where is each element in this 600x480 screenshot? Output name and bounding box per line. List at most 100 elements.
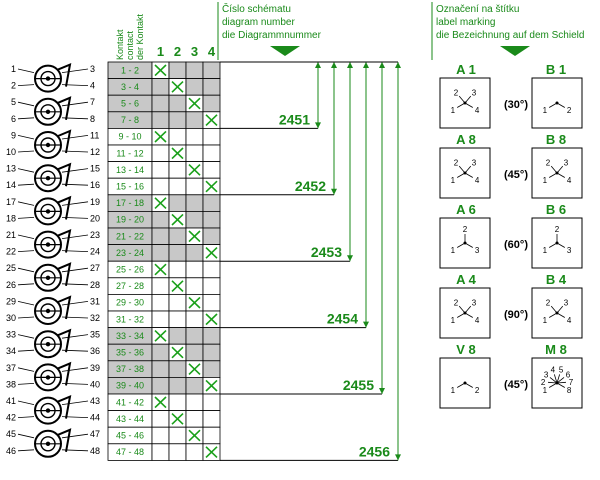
- contact-header-line-3: der Kontakt: [135, 13, 145, 60]
- position-cell: [202, 127, 221, 146]
- cross-mark: [188, 230, 201, 243]
- table-row: 21 - 22: [107, 227, 221, 246]
- dial-number: 1: [451, 386, 456, 395]
- diagram-arrow-head-icon: [347, 255, 353, 262]
- deck-lead: [17, 135, 35, 140]
- diagram-2451: 2451: [220, 62, 321, 129]
- label-arrow-icon: [500, 46, 530, 56]
- position-cell: [168, 61, 187, 80]
- dial-center: [555, 101, 559, 105]
- deck-lead: [61, 68, 89, 73]
- position-cell: [185, 277, 204, 295]
- contact-label: 37 - 38: [116, 364, 144, 374]
- deck-pin-label: 20: [90, 213, 100, 223]
- deck-pin-label: 38: [6, 379, 16, 389]
- cross-stroke: [171, 81, 184, 93]
- cross-mark: [154, 130, 167, 143]
- dial-ray: [556, 102, 565, 108]
- deck-pin-label: 36: [90, 346, 100, 356]
- cross-stroke: [205, 114, 218, 126]
- marking-label: A 6: [456, 202, 476, 217]
- deck-lead: [17, 301, 35, 306]
- deck-pin-label: 24: [90, 247, 100, 257]
- deck-pin-label: 16: [90, 180, 100, 190]
- table-row: 43 - 44: [107, 410, 221, 428]
- deck-pin-label: 41: [6, 396, 16, 406]
- position-cell: [151, 111, 170, 129]
- position-cell: [185, 78, 204, 96]
- diagram-arrow-tail-icon: [379, 62, 385, 68]
- dial-number: 2: [546, 158, 551, 167]
- position-cell: [168, 443, 187, 461]
- contact-label: 23 - 24: [116, 248, 144, 258]
- position-cell: [151, 144, 170, 163]
- position-cell: [202, 260, 221, 279]
- position-cell: [185, 260, 204, 279]
- deck-pin-label: 22: [6, 247, 16, 257]
- cross-mark: [188, 296, 201, 309]
- position-cell: [202, 360, 221, 378]
- position-cell: [151, 210, 170, 229]
- dial-ray: [457, 102, 466, 108]
- deck-lead: [17, 101, 35, 107]
- diagram-arrow-head-icon: [331, 188, 337, 195]
- deck-pin-label: 15: [90, 164, 100, 174]
- deck-pin-label: 21: [6, 230, 16, 240]
- position-cell: [202, 277, 221, 295]
- cross-mark: [171, 213, 184, 226]
- position-cell: [151, 360, 170, 378]
- dial-ray: [457, 172, 466, 178]
- cross-stroke: [154, 197, 167, 209]
- cross-mark: [205, 114, 218, 126]
- label-header: Označení na štítku label marking die Bez…: [431, 2, 584, 60]
- position-cell: [151, 293, 170, 312]
- cross-stroke: [154, 263, 167, 276]
- diagram-arrow-tail-icon: [395, 62, 401, 68]
- dial-number: 3: [567, 246, 572, 255]
- position-cell: [151, 161, 170, 179]
- deck-pin-label: 14: [6, 180, 16, 190]
- contact-label: 45 - 46: [116, 431, 144, 441]
- deck-pin-label: 44: [90, 413, 100, 423]
- dial-number: 2: [475, 386, 480, 395]
- contact-label: 47 - 48: [116, 447, 144, 457]
- label-header-line-2: label marking: [436, 17, 495, 28]
- dial-number: 2: [454, 158, 459, 167]
- diagram-arrow-tail-icon: [363, 62, 369, 68]
- deck-wiper: [57, 295, 72, 320]
- position-cell: [168, 360, 187, 378]
- position-cell: [185, 244, 204, 262]
- marking-label: M 8: [545, 342, 567, 357]
- deck-pin-label: 8: [90, 114, 95, 124]
- scheme-arrow-icon: [270, 46, 300, 56]
- dial-number: 1: [543, 246, 548, 255]
- cross-mark: [188, 429, 201, 442]
- deck-lead: [61, 334, 89, 339]
- position-number-2: 2: [174, 44, 181, 59]
- position-cell: [202, 327, 221, 345]
- dial-number: 3: [564, 158, 569, 167]
- dial-number: 2: [463, 225, 468, 234]
- table-row: 25 - 26: [107, 260, 221, 279]
- dial-number: 3: [472, 158, 477, 167]
- dial-number: 1: [543, 106, 548, 115]
- position-cell: [185, 210, 204, 229]
- dial-number: 1: [451, 176, 456, 185]
- contact-label: 9 - 10: [118, 132, 141, 142]
- marking-label: A 1: [456, 62, 476, 77]
- table-row: 23 - 24: [107, 244, 221, 262]
- contact-header: Kontakt contact der Kontakt: [115, 13, 145, 60]
- dial-number: 3: [472, 298, 477, 307]
- cross-stroke: [188, 363, 201, 375]
- position-cell: [202, 426, 221, 445]
- label-header-line-1: Označení na štítku: [436, 4, 519, 15]
- contact-label: 41 - 42: [116, 397, 144, 407]
- dial-ray: [464, 172, 473, 178]
